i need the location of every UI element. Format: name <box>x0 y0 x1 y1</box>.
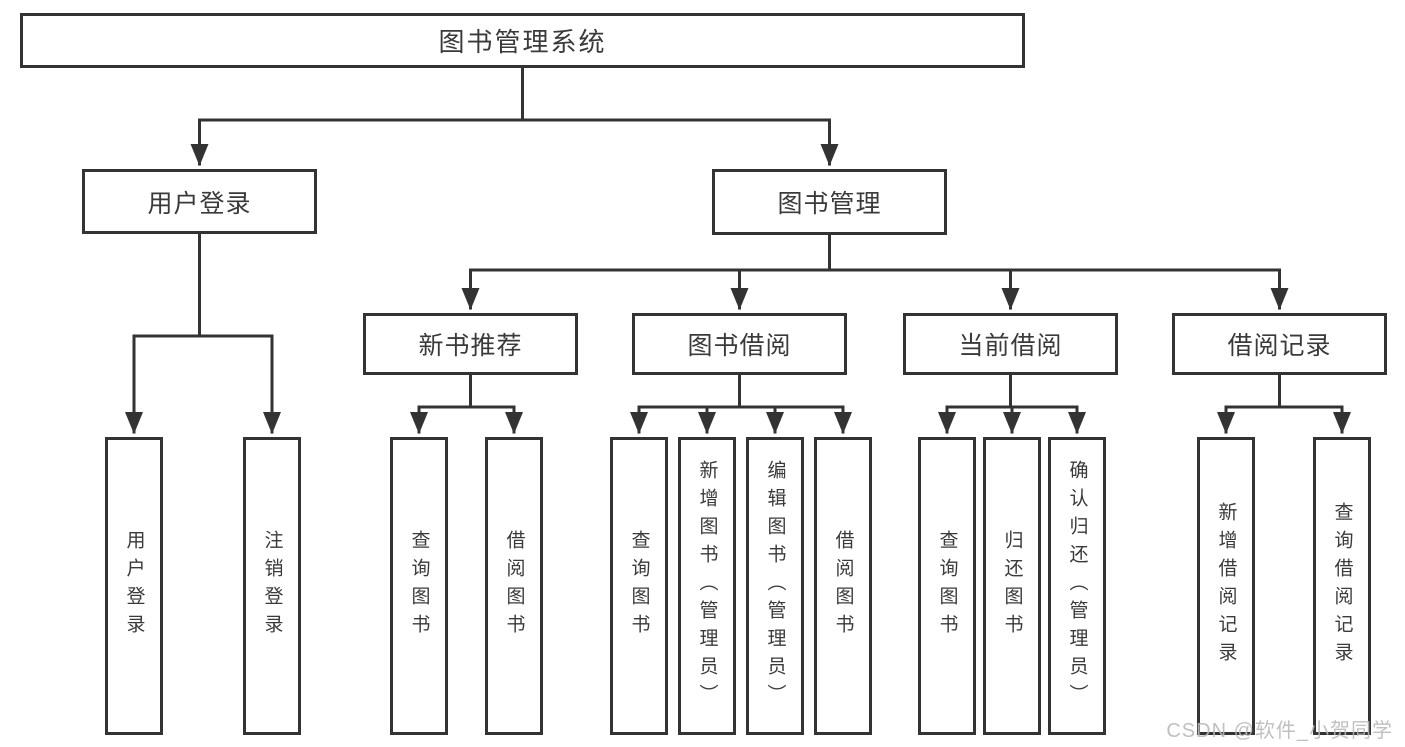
node-library-system: 图书管理系统 <box>20 13 1025 68</box>
node-label: 当前借阅 <box>958 332 1063 360</box>
node-book-borrowing: 图书借阅 <box>632 313 847 375</box>
node-label: 确认归还（管理员） <box>1066 460 1088 712</box>
csdn-watermark: CSDN @软件_小贺同学 <box>1166 720 1393 742</box>
node-new-book-recommend: 新书推荐 <box>363 313 578 375</box>
node-label: 图书管理系统 <box>438 27 607 57</box>
node-label: 编辑图书（管理员） <box>764 460 786 712</box>
leaf-query-books-borrowing: 查询图书 <box>610 437 668 735</box>
leaf-logout: 注销登录 <box>243 437 301 735</box>
node-label: 查询图书 <box>936 530 958 642</box>
leaf-borrow-books-recommend: 借阅图书 <box>485 437 543 735</box>
node-label: 用户登录 <box>123 530 145 642</box>
leaf-edit-books-admin: 编辑图书（管理员） <box>746 437 804 735</box>
node-borrowing-records: 借阅记录 <box>1172 313 1387 375</box>
node-label: 新增图书（管理员） <box>696 460 718 712</box>
trunk-root <box>198 66 831 122</box>
node-label: 新书推荐 <box>418 332 523 360</box>
leaf-query-books-current: 查询图书 <box>918 437 976 735</box>
node-label: 新增借阅记录 <box>1215 502 1237 670</box>
node-label: 查询借阅记录 <box>1331 502 1353 670</box>
trunk-book-mgmt <box>469 232 1281 272</box>
node-label: 查询图书 <box>628 530 650 642</box>
node-label: 查询图书 <box>408 530 430 642</box>
trunk-borrowing <box>637 373 845 409</box>
node-label: 借阅图书 <box>503 530 525 642</box>
leaf-query-books-recommend: 查询图书 <box>390 437 448 735</box>
trunk-records <box>1224 373 1344 409</box>
leaf-confirm-return-admin: 确认归还（管理员） <box>1048 437 1106 735</box>
leaf-add-books-admin: 新增图书（管理员） <box>678 437 736 735</box>
leaf-borrow-books: 借阅图书 <box>814 437 872 735</box>
node-label: 借阅图书 <box>832 530 854 642</box>
trunk-user-login <box>132 232 274 338</box>
node-label: 图书管理 <box>777 190 882 218</box>
node-label: 归还图书 <box>1001 530 1023 642</box>
node-label: 图书借阅 <box>687 332 792 360</box>
leaf-add-borrow-record: 新增借阅记录 <box>1197 437 1255 735</box>
node-label: 用户登录 <box>147 189 252 218</box>
node-label: 注销登录 <box>261 530 283 642</box>
trunk-new-book <box>417 373 516 409</box>
leaf-query-borrow-record: 查询借阅记录 <box>1313 437 1371 735</box>
node-label: 借阅记录 <box>1227 332 1332 360</box>
leaf-return-books: 归还图书 <box>983 437 1041 735</box>
trunk-current <box>945 373 1079 409</box>
node-user-login: 用户登录 <box>82 169 317 234</box>
leaf-user-login: 用户登录 <box>105 437 163 735</box>
node-current-borrowing: 当前借阅 <box>903 313 1118 375</box>
node-book-management: 图书管理 <box>712 169 947 235</box>
